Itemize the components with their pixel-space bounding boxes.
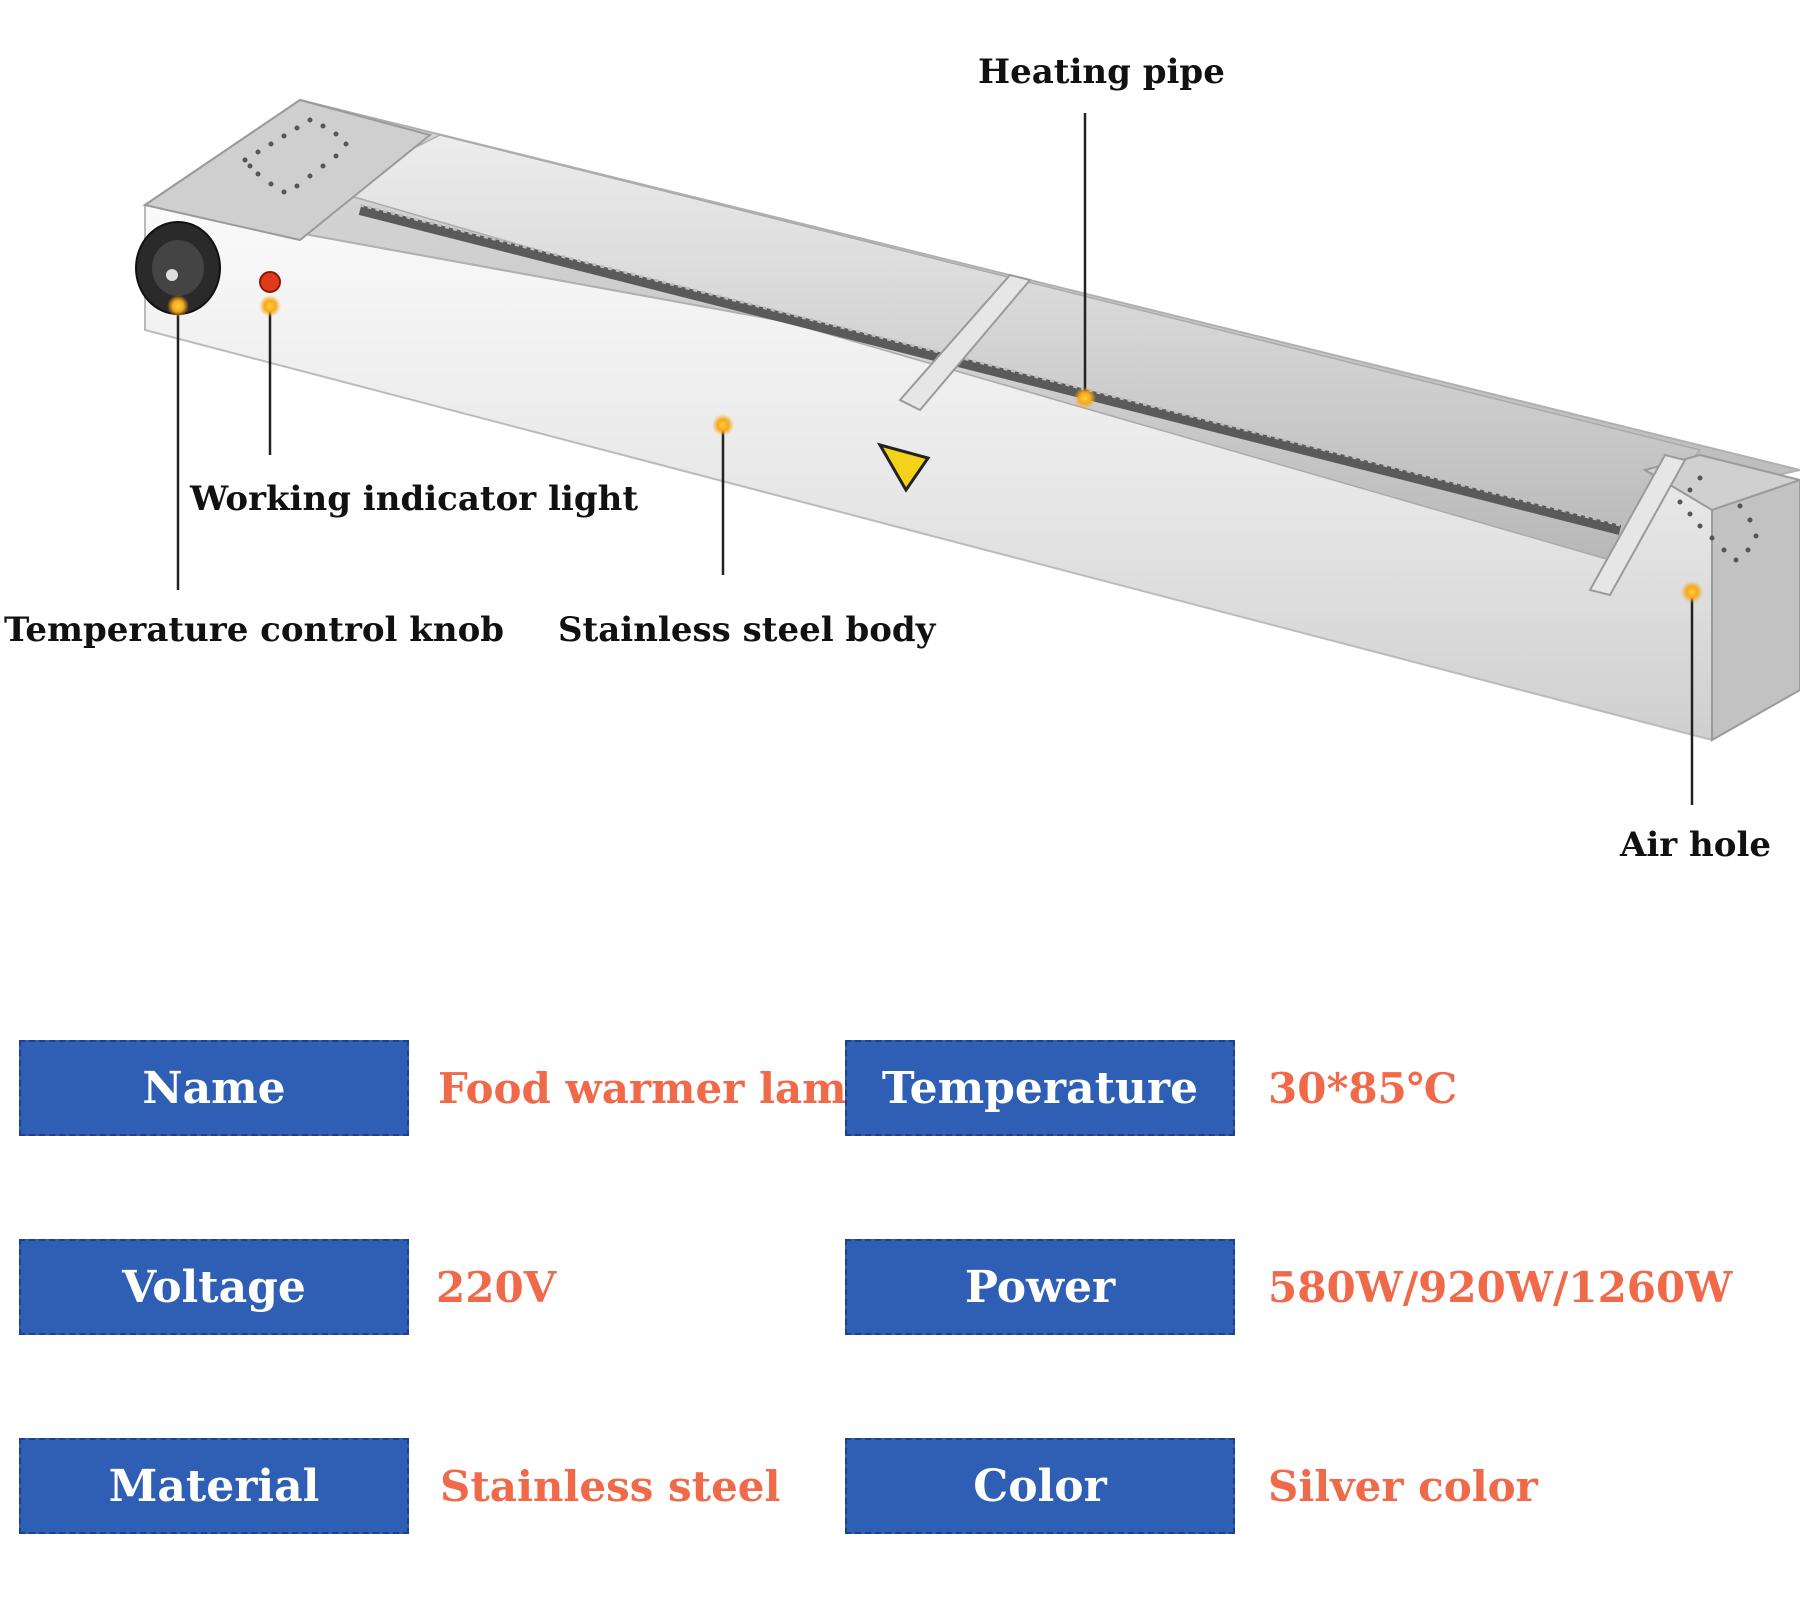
left-air-holes	[242, 117, 349, 195]
callout-stainless-steel-body: Stainless steel body	[558, 610, 936, 650]
callout-working-indicator-light: Working indicator light	[190, 479, 639, 519]
temperature-knob	[135, 221, 221, 315]
callout-heating-pipe: Heating pipe	[978, 52, 1225, 92]
spec-value-power: 580W/920W/1260W	[1268, 1263, 1733, 1312]
heating-pipe-highlight	[359, 203, 1621, 527]
indicator-light	[259, 271, 281, 293]
spec-label-temperature: Temperature	[845, 1040, 1235, 1136]
callout-markers	[167, 295, 1703, 603]
food-warmer-illustration	[135, 98, 1800, 805]
spec-label-color: Color	[845, 1438, 1235, 1534]
spec-value-color: Silver color	[1268, 1462, 1538, 1511]
leader-lines	[176, 113, 1694, 805]
spec-value-voltage: 220V	[436, 1263, 557, 1312]
spec-value-material: Stainless steel	[440, 1462, 781, 1511]
right-end-side	[1711, 478, 1800, 742]
right-air-holes	[1677, 475, 1759, 563]
callout-temperature-control-knob: Temperature control knob	[4, 610, 505, 650]
spec-label-material: Material	[19, 1438, 409, 1534]
spec-label-name: Name	[19, 1040, 409, 1136]
spec-label-power: Power	[845, 1239, 1235, 1335]
spec-value-name: Food warmer lamp	[438, 1064, 876, 1113]
heating-pipe	[358, 205, 1622, 535]
warning-sign	[876, 442, 931, 493]
middle-bracket	[898, 273, 1032, 412]
left-end-cap	[142, 98, 433, 242]
spec-value-temperature: 30*85℃	[1268, 1064, 1458, 1113]
spec-label-voltage: Voltage	[19, 1239, 409, 1335]
callout-air-hole: Air hole	[1620, 825, 1771, 865]
right-bracket	[1588, 453, 1687, 597]
